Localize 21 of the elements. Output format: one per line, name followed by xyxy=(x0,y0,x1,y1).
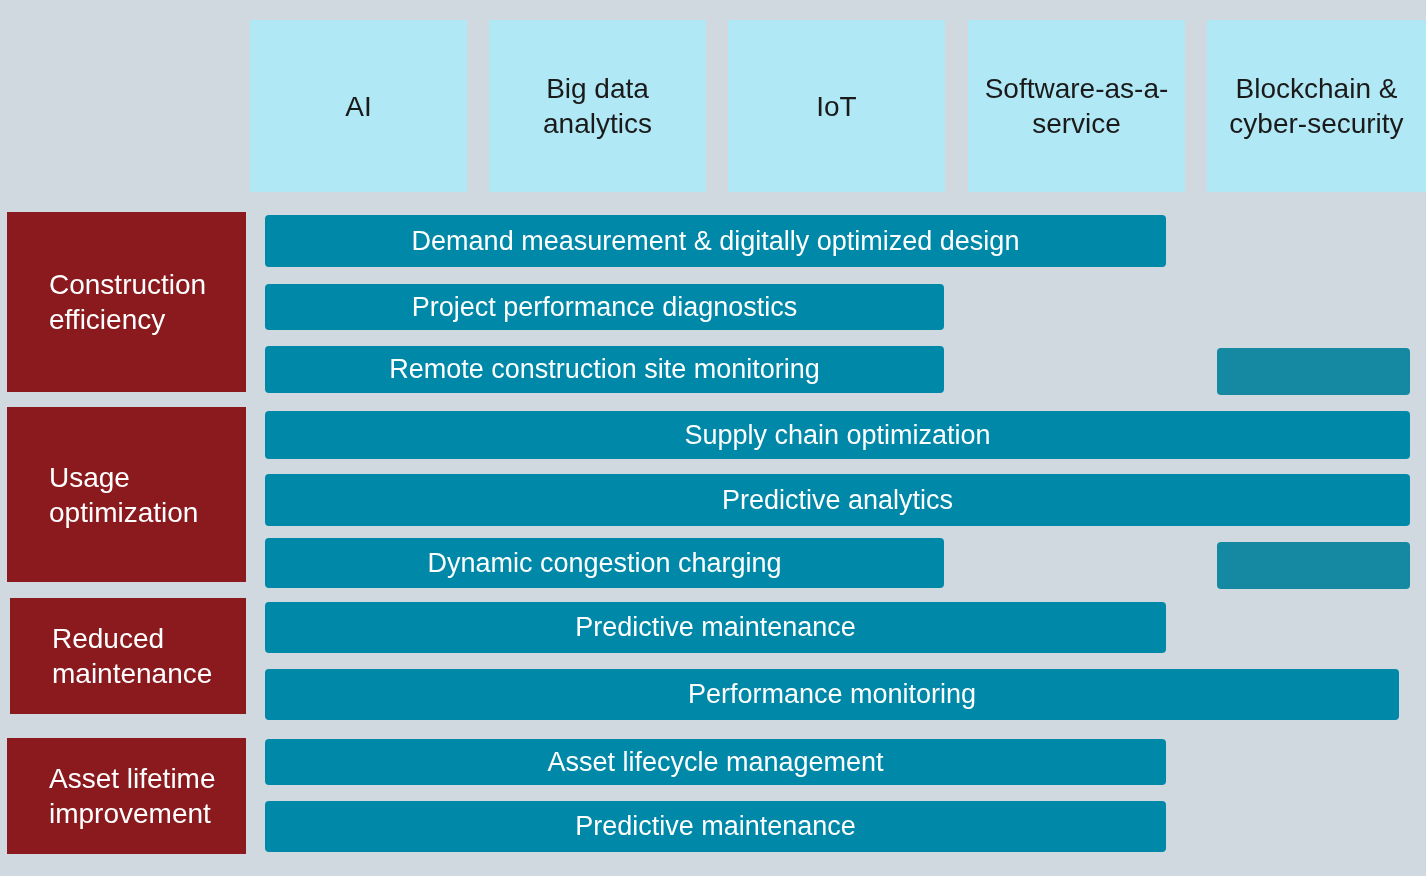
application-bar: Predictive analytics xyxy=(265,474,1410,526)
column-header: IoT xyxy=(728,20,945,192)
application-bar: Dynamic congestion charging xyxy=(265,538,944,588)
empty-bar xyxy=(1217,542,1410,589)
application-bar: Asset lifecycle management xyxy=(265,739,1166,785)
application-bar: Remote construction site monitoring xyxy=(265,346,944,393)
application-bar: Predictive maintenance xyxy=(265,602,1166,653)
application-bar: Demand measurement & digitally optimized design xyxy=(265,215,1166,267)
application-bar: Project performance diagnostics xyxy=(265,284,944,330)
row-header: Reduced maintenance xyxy=(10,598,246,714)
application-bar: Predictive maintenance xyxy=(265,801,1166,852)
row-header: Asset lifetime improvement xyxy=(7,738,246,854)
column-header: Big data analytics xyxy=(489,20,706,192)
column-header: Software-as-a-service xyxy=(968,20,1185,192)
application-bar: Performance monitoring xyxy=(265,669,1399,720)
column-header: Blockchain & cyber-security xyxy=(1207,20,1426,192)
empty-bar xyxy=(1217,348,1410,395)
row-header: Construction efficiency xyxy=(7,212,246,392)
row-header: Usage optimization xyxy=(7,407,246,582)
column-header: AI xyxy=(250,20,467,192)
application-bar: Supply chain optimization xyxy=(265,411,1410,459)
